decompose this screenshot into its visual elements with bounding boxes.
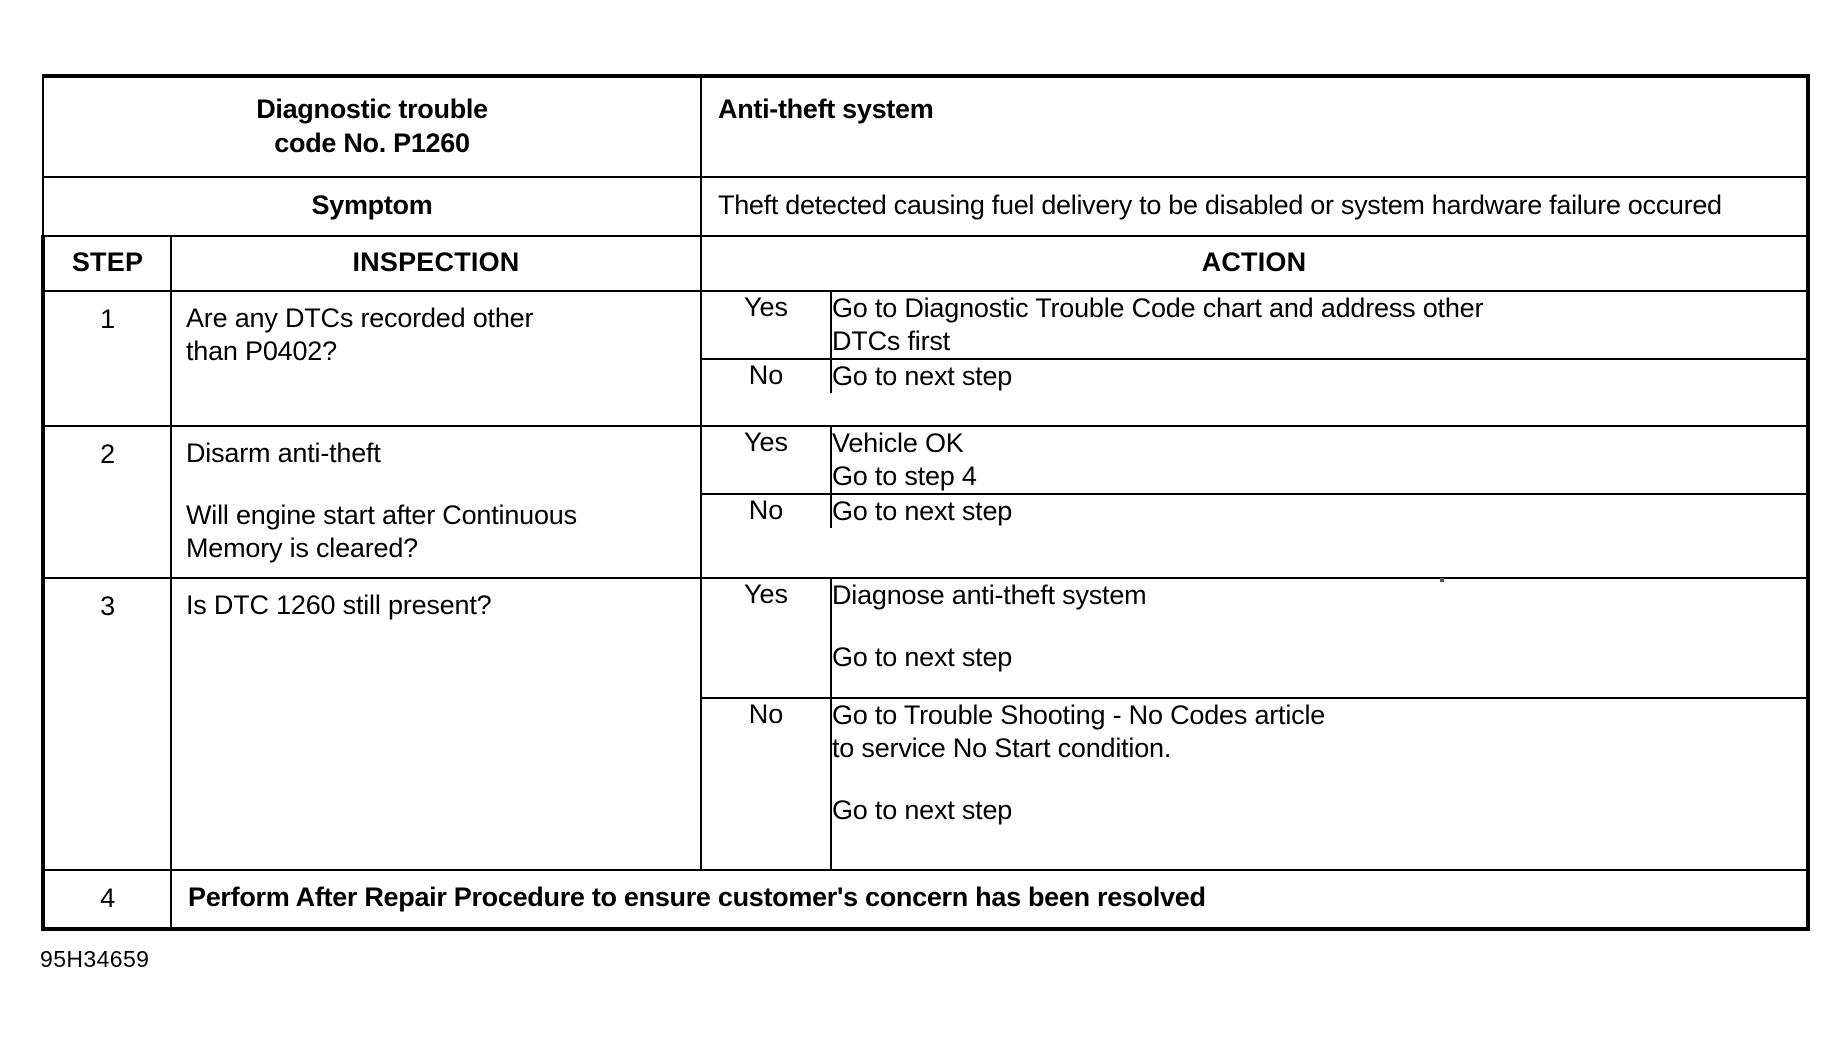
answer-no: No <box>702 358 832 393</box>
header-row-code: Diagnostic trouble code No. P1260 Anti-t… <box>42 74 1810 178</box>
result-row-no: No Go to Trouble Shooting - No Codes art… <box>702 697 1806 869</box>
dtc-code-label: Diagnostic trouble code No. P1260 <box>44 78 700 176</box>
answer-yes: Yes <box>702 292 832 359</box>
inspection-line-3: Memory is cleared? <box>186 533 418 563</box>
table-row-step-4: 4 Perform After Repair Procedure to ensu… <box>41 869 1810 931</box>
action-spacer <box>832 612 1806 641</box>
system-title: Anti-theft system <box>718 94 934 124</box>
action-text: Diagnose anti-theft system Go to next st… <box>831 579 1806 698</box>
final-instruction: Perform After Repair Procedure to ensure… <box>188 882 1206 912</box>
action-line-2: to service No Start condition. <box>832 733 1172 763</box>
result-row-yes: Yes Go to Diagnostic Trouble Code chart … <box>702 292 1806 359</box>
action-line-1: Go to Diagnostic Trouble Code chart and … <box>832 293 1484 323</box>
step-inspection: Are any DTCs recorded other than P0402? <box>172 292 700 380</box>
header-row-symptom: Symptom Theft detected causing fuel deli… <box>42 176 1810 237</box>
result-row-yes: Yes Vehicle OK Go to step 4 <box>702 427 1806 494</box>
dtc-code-line2: code No. P1260 <box>274 128 470 158</box>
action-line-3: Go to next step <box>832 795 1013 825</box>
dtc-code-line1: Diagnostic trouble <box>256 94 488 124</box>
table-row-step-1: 1 Are any DTCs recorded other than P0402… <box>41 290 1810 427</box>
answer-no: No <box>702 697 832 869</box>
step-result-pairs: Yes Diagnose anti-theft system Go to nex… <box>702 579 1806 869</box>
step-result-pairs: Yes Vehicle OK Go to step 4 No Go to nex… <box>702 427 1806 528</box>
column-header-action: ACTION <box>1201 247 1307 277</box>
action-line-1: Go to next step <box>832 361 1013 391</box>
inspection-line-1: Disarm anti-theft <box>186 438 381 468</box>
column-header-step: STEP <box>71 247 144 277</box>
inspection-line-2: Will engine start after Continuous <box>186 500 577 530</box>
step-number: 1 <box>100 304 115 334</box>
document-footer-code: 95H34659 <box>40 946 150 972</box>
step-inspection: Disarm anti-theft Will engine start afte… <box>172 427 700 577</box>
action-text: Vehicle OK Go to step 4 <box>831 427 1806 494</box>
action-line-2: DTCs first <box>832 326 950 356</box>
step-number: 4 <box>100 883 115 913</box>
scan-speck <box>1440 578 1444 582</box>
answer-yes: Yes <box>702 579 832 698</box>
result-row-no: No Go to next step <box>702 358 1806 393</box>
action-text: Go to next step <box>831 493 1806 528</box>
inspection-line-2: than P0402? <box>186 336 337 366</box>
action-line-1: Go to Trouble Shooting - No Codes articl… <box>832 700 1326 730</box>
result-row-no: No Go to next step <box>702 493 1806 528</box>
action-line-1: Vehicle OK <box>832 428 964 458</box>
step-number: 3 <box>100 591 115 621</box>
action-text: Go to Diagnostic Trouble Code chart and … <box>831 292 1806 359</box>
column-header-inspection: INSPECTION <box>352 247 520 277</box>
inspection-line-1: Are any DTCs recorded other <box>186 303 534 333</box>
table-row-step-3: 3 Is DTC 1260 still present? Yes Diagnos <box>41 577 1810 871</box>
action-text: Go to Trouble Shooting - No Codes articl… <box>831 697 1806 869</box>
step-inspection: Is DTC 1260 still present? <box>172 579 700 634</box>
answer-yes: Yes <box>702 427 832 494</box>
step-number: 2 <box>100 439 115 469</box>
answer-no: No <box>702 493 832 528</box>
action-line-1: Diagnose anti-theft system <box>832 580 1147 610</box>
symptom-label: Symptom <box>311 190 433 220</box>
action-text: Go to next step <box>831 358 1806 393</box>
action-line-2: Go to step 4 <box>832 461 977 491</box>
dtc-chart-table: Diagnostic trouble code No. P1260 Anti-t… <box>41 74 1810 931</box>
inspection-spacer <box>186 470 686 499</box>
symptom-text: Theft detected causing fuel delivery to … <box>718 190 1722 220</box>
action-line-3: Go to next step <box>832 642 1013 672</box>
table-row-step-2: 2 Disarm anti-theft Will engine start af… <box>41 425 1810 579</box>
action-spacer <box>832 765 1806 794</box>
column-header-row: STEP INSPECTION ACTION <box>41 235 1810 292</box>
result-row-yes: Yes Diagnose anti-theft system Go to nex… <box>702 579 1806 698</box>
step-result-pairs: Yes Go to Diagnostic Trouble Code chart … <box>702 292 1806 393</box>
action-line-1: Go to next step <box>832 496 1013 526</box>
inspection-line-1: Is DTC 1260 still present? <box>186 590 492 620</box>
